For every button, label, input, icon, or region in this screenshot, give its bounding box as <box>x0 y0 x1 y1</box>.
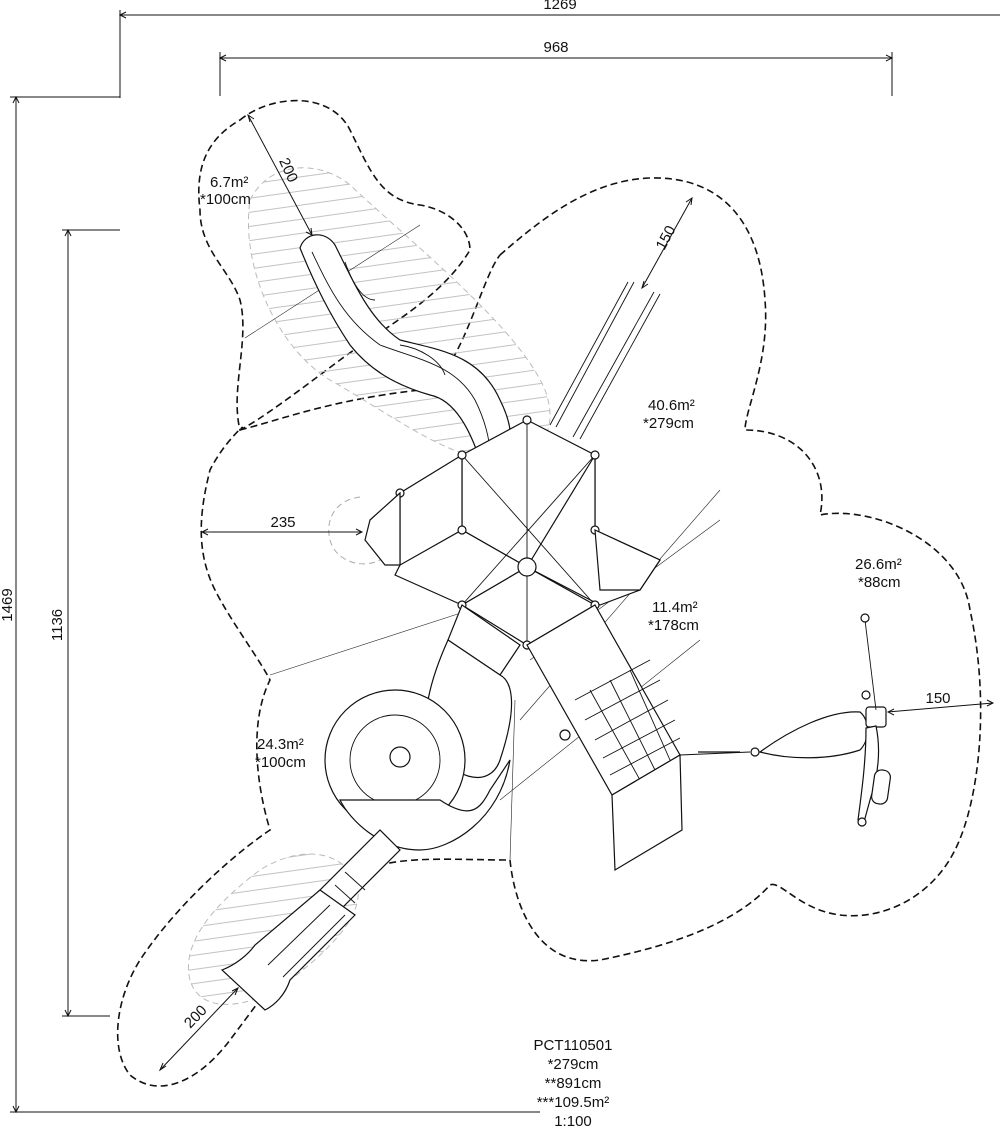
zone-height-main: *279cm <box>643 415 694 432</box>
clearance-spinner: 150 <box>886 690 995 716</box>
zone-height-tube-slide: *100cm <box>255 754 306 771</box>
dimension-overall-width: 1269 <box>118 0 1000 98</box>
inner-width-label: 968 <box>543 39 568 56</box>
clearance-ladder: 150 <box>641 196 693 290</box>
drawing-info-block: PCT110501 *279cm **891cm ***109.5m² 1:10… <box>534 1037 613 1130</box>
clearance-left: 235 <box>200 514 364 536</box>
climbing-poles <box>549 281 661 440</box>
footnote-height: *279cm <box>548 1056 599 1073</box>
zone-area-tube-slide: 24.3m² <box>257 736 304 753</box>
zone-area-top-slide: 6.7m² <box>210 174 248 191</box>
dimension-inner-width: 968 <box>218 39 894 96</box>
zone-area-ramp: 11.4m² <box>652 599 698 616</box>
dimension-inner-height: 1136 <box>49 228 120 1018</box>
clearance-spinner-label: 150 <box>925 690 950 707</box>
safety-zone-main <box>116 177 982 1087</box>
footnote-perimeter: **891cm <box>545 1075 602 1092</box>
inner-height-label: 1136 <box>49 609 66 641</box>
overall-width-label: 1269 <box>543 0 576 13</box>
product-code: PCT110501 <box>534 1037 613 1054</box>
zone-height-spinner: *88cm <box>858 574 901 591</box>
spiral-tube-slide <box>309 604 521 921</box>
spinner-equipment <box>679 613 891 827</box>
hex-tower <box>364 415 661 650</box>
safety-zone-left <box>239 254 501 431</box>
zone-height-ramp: *178cm <box>648 617 699 634</box>
clearance-bottom-slide: 200 <box>158 986 239 1072</box>
footnote-area: ***109.5m² <box>537 1094 610 1111</box>
overall-height-label: 1469 <box>0 588 16 621</box>
net-ramp <box>526 604 683 872</box>
zone-area-spinner: 26.6m² <box>855 556 902 573</box>
clearance-left-label: 235 <box>270 514 295 531</box>
ghost-circle-left <box>328 496 381 565</box>
clearance-bottom-slide-label: 200 <box>181 1002 211 1032</box>
dimension-overall-height: 1469 <box>0 95 540 1114</box>
bottom-slide <box>220 889 356 1011</box>
zone-height-top-slide: *100cm <box>200 191 251 208</box>
zone-area-main: 40.6m² <box>648 397 695 414</box>
drawing-scale: 1:100 <box>554 1113 592 1130</box>
